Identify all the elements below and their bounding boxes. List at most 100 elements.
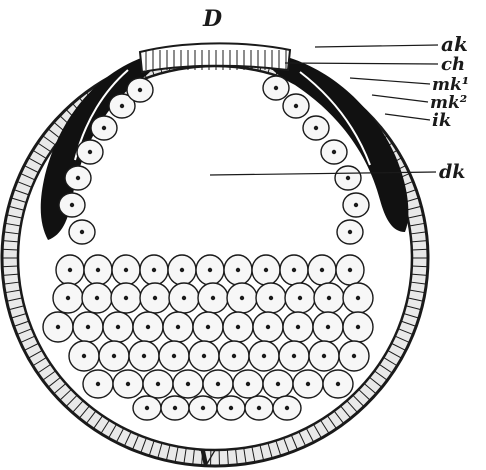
yolk-cell — [343, 283, 373, 313]
cell-nucleus — [216, 382, 220, 386]
cell-nucleus — [186, 382, 190, 386]
label-ik: ik — [432, 110, 451, 131]
cell-nucleus — [332, 150, 336, 154]
yolk-cell — [280, 255, 308, 285]
cell-nucleus — [202, 354, 206, 358]
cell-nucleus — [142, 354, 146, 358]
yolk-cell — [112, 255, 140, 285]
label-ak: ak — [441, 32, 468, 56]
yolk-cell — [223, 312, 253, 342]
leader-ch — [285, 63, 438, 64]
cell-nucleus — [257, 406, 261, 410]
cell-nucleus — [95, 296, 99, 300]
yolk-cell — [82, 283, 112, 313]
cell-nucleus — [229, 406, 233, 410]
yolk-cell — [189, 396, 217, 420]
yolk-cell — [73, 312, 103, 342]
cell-nucleus — [66, 296, 70, 300]
yolk-cell — [263, 370, 293, 398]
yolk-cell — [335, 166, 361, 190]
cell-nucleus — [348, 230, 352, 234]
leader-ik — [385, 114, 430, 120]
yolk-cell — [343, 193, 369, 217]
cell-nucleus — [146, 325, 150, 329]
yolk-cell — [308, 255, 336, 285]
yolk-cell — [283, 312, 313, 342]
chorda-cell-walls — [146, 50, 286, 70]
yolk-cell — [233, 370, 263, 398]
yolk-cell — [159, 341, 189, 371]
cell-nucleus — [126, 382, 130, 386]
cell-nucleus — [80, 230, 84, 234]
cell-nucleus — [88, 150, 92, 154]
yolk-cell — [263, 76, 289, 100]
yolk-cell — [161, 396, 189, 420]
ectoderm-cell-wall — [2, 266, 18, 267]
cell-nucleus — [346, 176, 350, 180]
yolk-cell — [129, 341, 159, 371]
leader-mk2 — [372, 95, 428, 102]
cell-nucleus — [285, 406, 289, 410]
cell-nucleus — [236, 268, 240, 272]
yolk-cell — [198, 283, 228, 313]
cell-nucleus — [211, 296, 215, 300]
cell-nucleus — [82, 354, 86, 358]
cell-nucleus — [124, 296, 128, 300]
yolk-cell — [323, 370, 353, 398]
yolk-cell — [273, 396, 301, 420]
yolk-cell — [313, 312, 343, 342]
yolk-cell — [314, 283, 344, 313]
cell-nucleus — [208, 268, 212, 272]
cell-nucleus — [86, 325, 90, 329]
cell-nucleus — [156, 382, 160, 386]
yolk-cell — [91, 116, 117, 140]
cell-nucleus — [70, 203, 74, 207]
cell-nucleus — [326, 325, 330, 329]
label-dorsal: D — [202, 6, 222, 32]
yolk-cell — [245, 396, 273, 420]
cell-nucleus — [269, 296, 273, 300]
cell-nucleus — [124, 268, 128, 272]
yolk-cell — [133, 396, 161, 420]
yolk-cell — [143, 370, 173, 398]
cell-nucleus — [264, 268, 268, 272]
cell-nucleus — [145, 406, 149, 410]
yolk-cell — [219, 341, 249, 371]
label-mk1: mk¹ — [432, 75, 469, 95]
yolk-cell — [249, 341, 279, 371]
yolk-cell — [59, 193, 85, 217]
cell-nucleus — [96, 268, 100, 272]
yolk-cell — [83, 370, 113, 398]
yolk-cell — [111, 283, 141, 313]
yolk-cell — [53, 283, 83, 313]
cell-nucleus — [356, 296, 360, 300]
yolk-cell — [336, 255, 364, 285]
yolk-cell — [337, 220, 363, 244]
cell-nucleus — [236, 325, 240, 329]
cell-nucleus — [182, 296, 186, 300]
yolk-cell — [77, 140, 103, 164]
cell-nucleus — [298, 296, 302, 300]
yolk-cell — [303, 116, 329, 140]
cell-nucleus — [172, 354, 176, 358]
yolk-cell — [321, 140, 347, 164]
yolk-cell — [173, 370, 203, 398]
cell-nucleus — [116, 325, 120, 329]
ectoderm-cell-wall — [412, 266, 428, 267]
cell-nucleus — [306, 382, 310, 386]
cell-nucleus — [240, 296, 244, 300]
yolk-cell — [193, 312, 223, 342]
label-ventral: V — [198, 446, 217, 470]
cell-nucleus — [180, 268, 184, 272]
yolk-cell — [203, 370, 233, 398]
leader-ak — [315, 45, 438, 47]
cell-nucleus — [352, 354, 356, 358]
yolk-cell — [69, 220, 95, 244]
yolk-cell — [133, 312, 163, 342]
cell-nucleus — [276, 382, 280, 386]
leader-mk1 — [350, 78, 430, 84]
cell-nucleus — [356, 325, 360, 329]
yolk-cell — [99, 341, 129, 371]
cell-nucleus — [96, 382, 100, 386]
cell-nucleus — [246, 382, 250, 386]
